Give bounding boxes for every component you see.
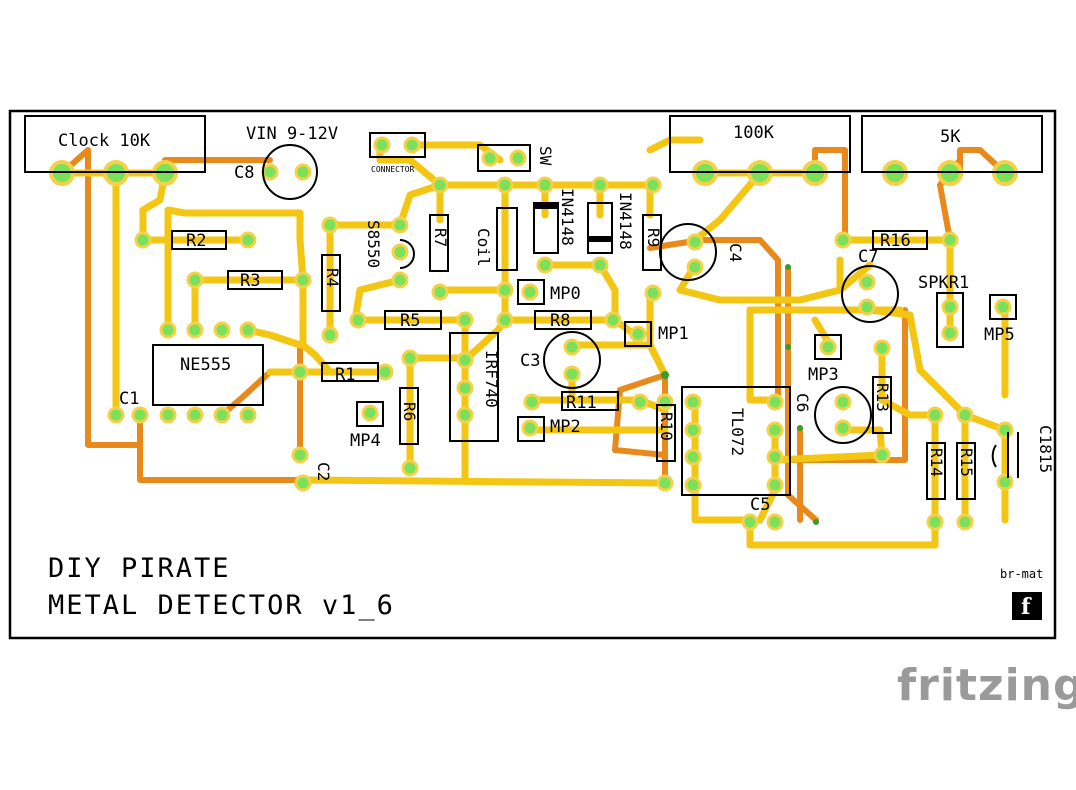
label-c1815: C1815 xyxy=(1036,425,1055,473)
label-mp1: MP1 xyxy=(658,324,689,344)
label-r16: R16 xyxy=(880,231,911,251)
label-mp0: MP0 xyxy=(550,284,581,304)
label-pot-100k: 100K xyxy=(733,123,775,143)
label-d1: IN4148 xyxy=(558,188,577,246)
label-r6: R6 xyxy=(400,402,419,421)
label-c6: C6 xyxy=(793,393,812,412)
label-r1: R1 xyxy=(335,365,355,385)
label-pot-5k: 5K xyxy=(940,127,961,147)
label-r5: R5 xyxy=(400,311,420,331)
label-mp2: MP2 xyxy=(550,417,581,437)
label-switch: SW xyxy=(536,146,555,166)
label-c7: C7 xyxy=(858,247,878,267)
fritzing-logo-icon: f xyxy=(1012,592,1042,620)
label-c4: C4 xyxy=(726,243,745,262)
label-r2: R2 xyxy=(186,231,206,251)
svg-text:f: f xyxy=(1021,594,1032,620)
label-author: br-mat xyxy=(1000,567,1043,581)
label-ic555: NE555 xyxy=(180,355,231,375)
label-c2: C2 xyxy=(314,462,333,481)
label-r8: R8 xyxy=(550,311,570,331)
label-c3: C3 xyxy=(520,351,540,371)
label-spkr: SPKR1 xyxy=(918,273,969,293)
label-mp5: MP5 xyxy=(984,325,1015,345)
label-r7: R7 xyxy=(431,228,450,247)
silkscreen xyxy=(24,115,1043,500)
label-c1: C1 xyxy=(119,389,139,409)
label-r4: R4 xyxy=(323,268,342,287)
board-title-line2: METAL DETECTOR v1_6 xyxy=(48,590,395,621)
label-s8550: S8550 xyxy=(364,220,383,268)
label-r3: R3 xyxy=(240,271,260,291)
label-c8: C8 xyxy=(234,163,254,183)
label-connector: CONNECTOR xyxy=(371,165,415,174)
label-mp4: MP4 xyxy=(350,431,381,451)
label-pot-clock: Clock 10K xyxy=(58,131,151,151)
app-brand: fritzing xyxy=(897,660,1076,711)
label-irf: IRF740 xyxy=(482,350,501,408)
label-r9: R9 xyxy=(644,228,663,247)
label-mp3: MP3 xyxy=(808,365,839,385)
label-r10: R10 xyxy=(657,412,676,441)
label-r15: R15 xyxy=(957,448,976,477)
label-c5: C5 xyxy=(750,495,770,515)
label-vin: VIN 9-12V xyxy=(246,124,338,144)
label-r11: R11 xyxy=(566,393,597,413)
board-title-line1: DIY PIRATE xyxy=(48,553,231,584)
label-coil: Coil xyxy=(474,228,493,267)
label-r13: R13 xyxy=(873,383,892,412)
label-r14: R14 xyxy=(927,448,946,477)
label-tl072: TL072 xyxy=(728,408,747,456)
label-d2: IN4148 xyxy=(616,192,635,250)
